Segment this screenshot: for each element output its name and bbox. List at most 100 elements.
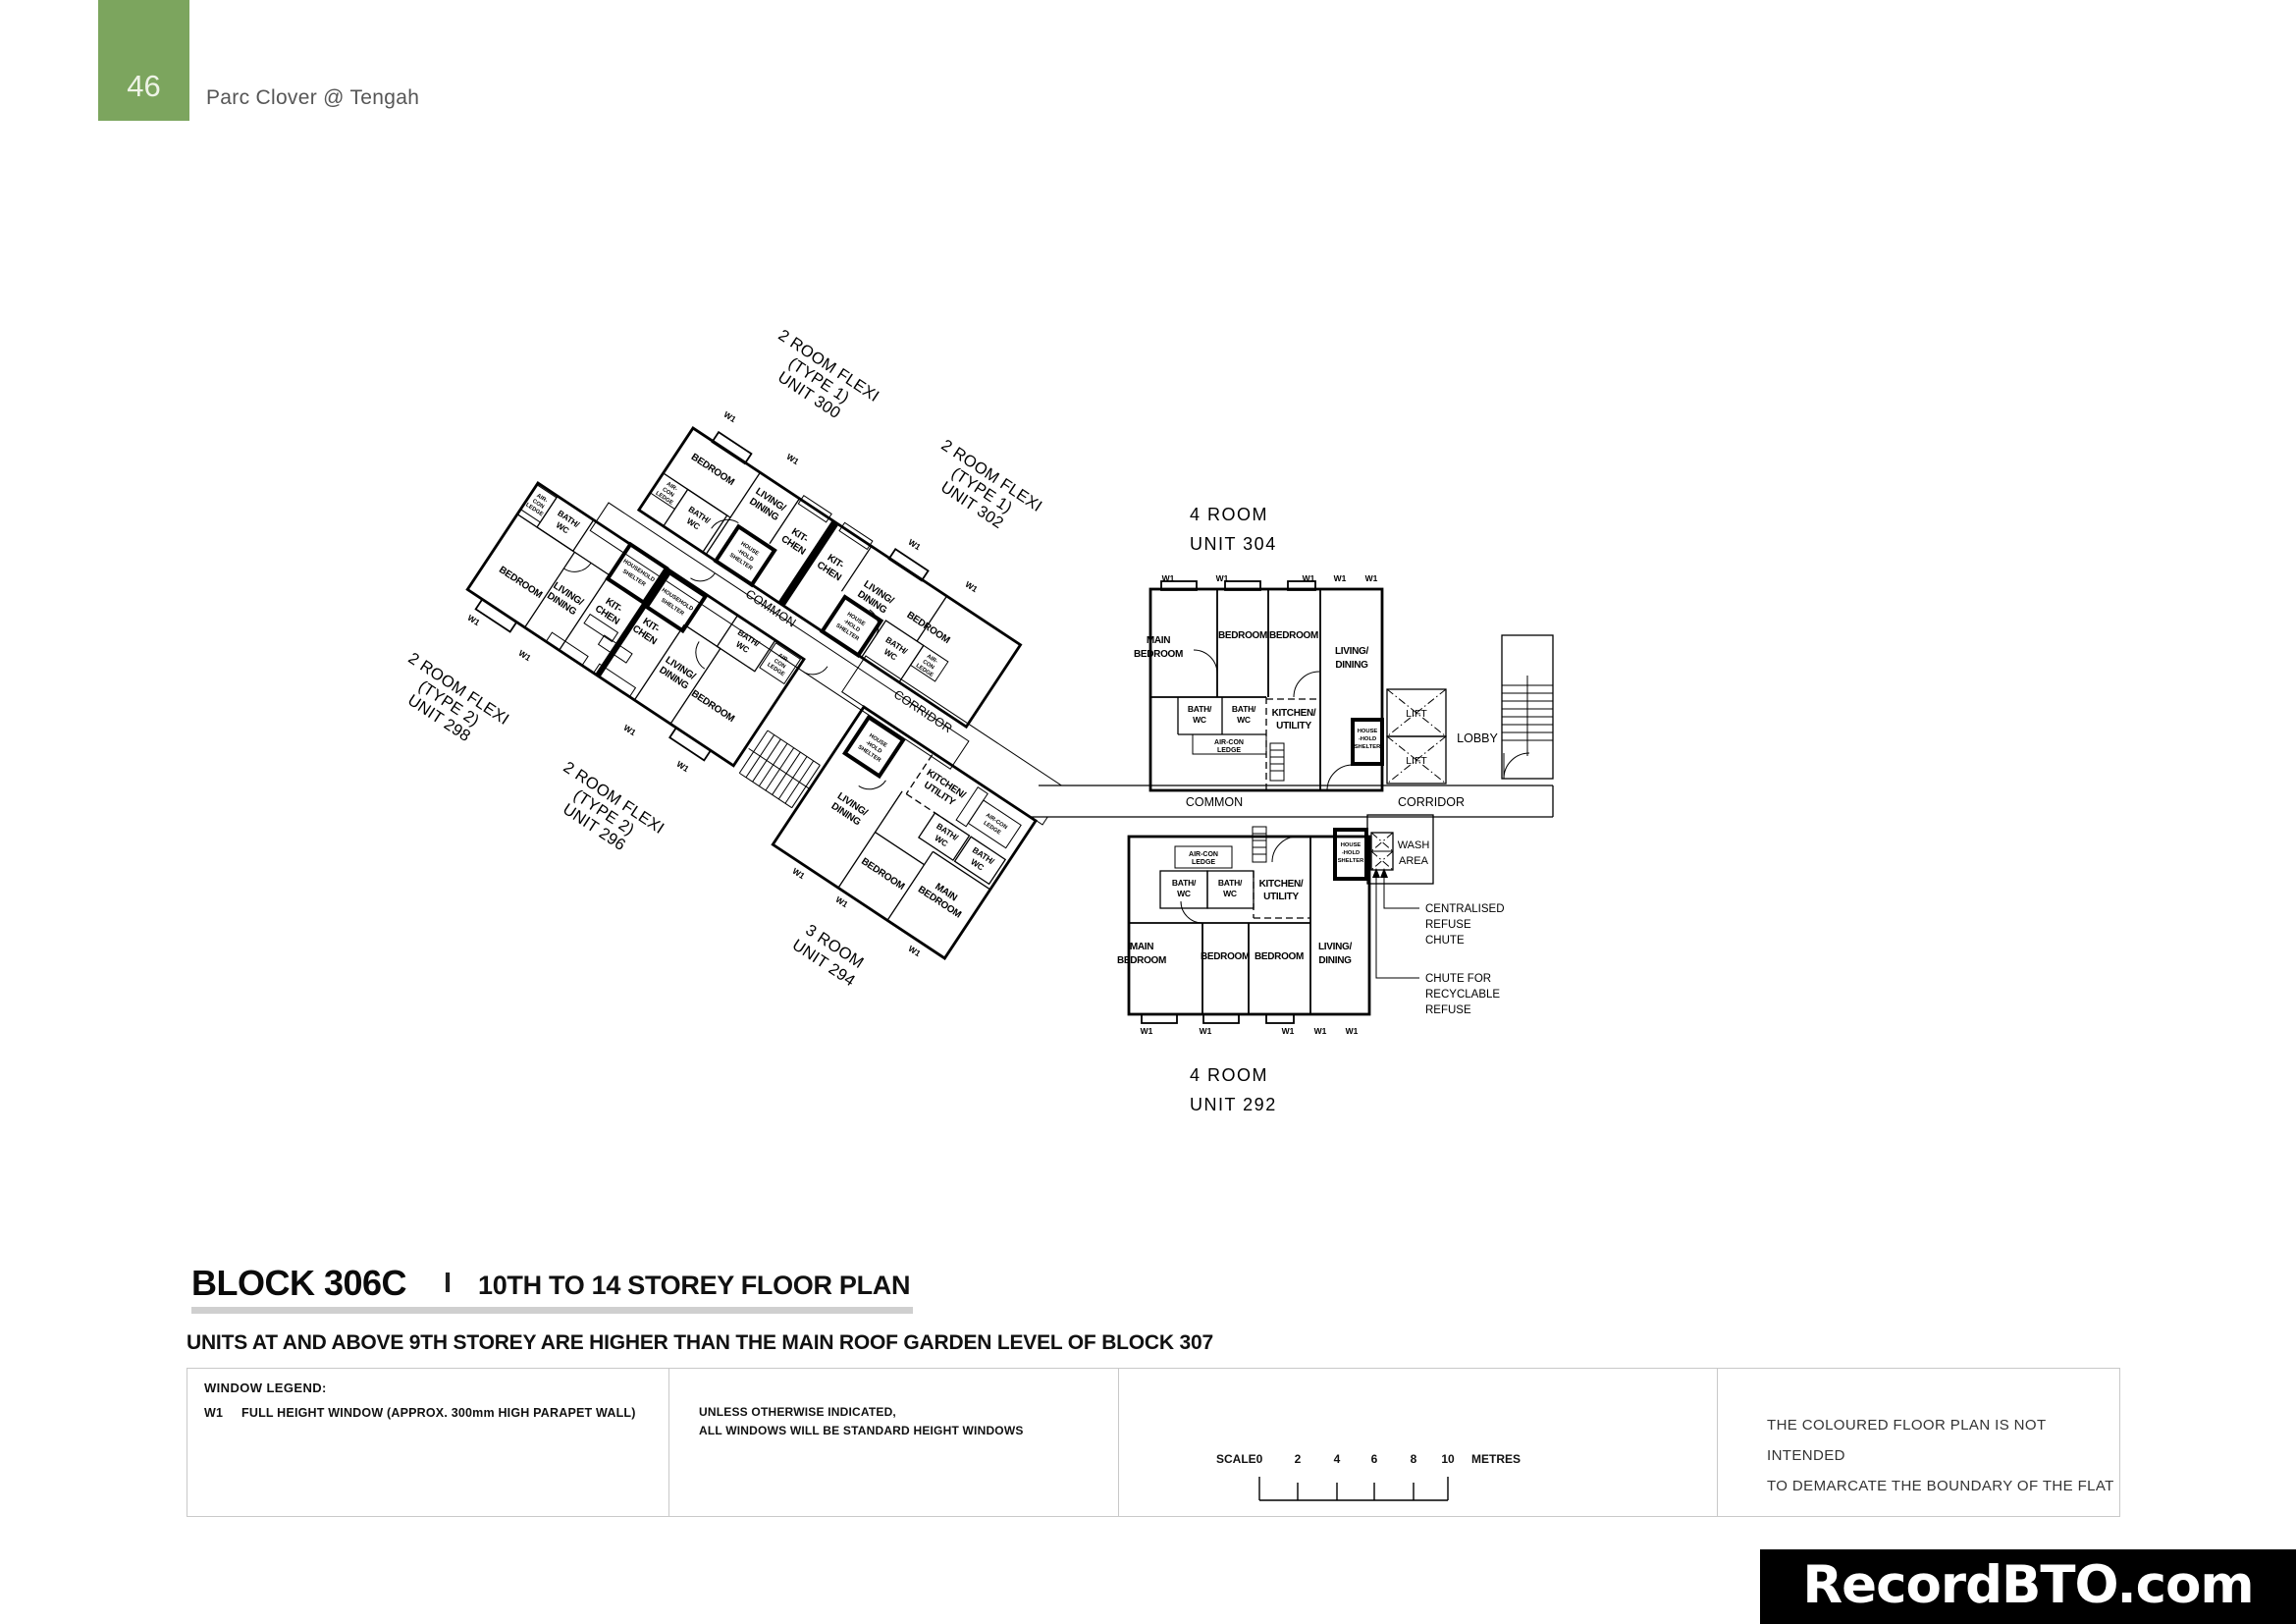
lobby-label: LOBBY <box>1457 731 1498 745</box>
annotation: CHUTE <box>1425 935 1465 947</box>
window-legend-row: W1 FULL HEIGHT WINDOW (APPROX. 300mm HIGH… <box>204 1406 636 1420</box>
window-label: W1 <box>675 759 691 775</box>
room-label: KITCHEN/ <box>1259 879 1304 890</box>
unit-label-292: UNIT 292 <box>1190 1095 1277 1114</box>
room-label: AIR- <box>926 654 938 666</box>
windows-note-line1: UNLESS OTHERWISE INDICATED, <box>699 1405 896 1419</box>
room-label: BEDROOM <box>1134 649 1183 660</box>
scale-units: METRES <box>1471 1452 1522 1466</box>
window-label: W1 <box>791 866 807 882</box>
corridor-label: CORRIDOR <box>1398 795 1465 809</box>
lift-label: LIFT <box>1406 708 1427 720</box>
room-label: WC <box>1193 715 1206 725</box>
unit-292-4room: AIR-CON LEDGE BATH/ WC BATH/ WC KITCHEN/… <box>1117 826 1371 1036</box>
boundary-note-line1: THE COLOURED FLOOR PLAN IS NOT INTENDED <box>1767 1417 2047 1464</box>
window-label: W1 <box>1334 573 1347 583</box>
room-label: MAIN <box>1147 635 1170 646</box>
annotation: REFUSE <box>1425 1004 1471 1016</box>
block-title: BLOCK 306C <box>191 1263 407 1303</box>
room-label: WC <box>1177 889 1191 898</box>
room-label: UTILITY <box>1263 892 1299 902</box>
room-label: MAIN <box>1130 942 1153 952</box>
room-label: LIVING/ <box>1335 646 1369 657</box>
boundary-note-line2: TO DEMARCATE THE BOUNDARY OF THE FLAT <box>1767 1478 2114 1494</box>
unit-300-302-type1-wing: BEDROOM LIVING/ DINING KIT- CHEN KIT- CH… <box>636 426 1023 730</box>
w1-description: FULL HEIGHT WINDOW (APPROX. 300mm HIGH P… <box>241 1406 636 1420</box>
wash-area-label: AREA <box>1399 855 1429 867</box>
window-label: W1 <box>1141 1026 1153 1036</box>
room-label: AIR- <box>535 493 548 505</box>
page-number: 46 <box>127 69 161 103</box>
room-label: BATH/ <box>1188 704 1212 714</box>
window-label: W1 <box>1282 1026 1295 1036</box>
room-label: BEDROOM <box>689 452 736 488</box>
room-label: WC <box>1223 889 1237 898</box>
unit-label-304: 4 ROOM <box>1190 505 1268 524</box>
room-label: LEDGE <box>1217 747 1241 754</box>
room-label: DINING <box>1318 955 1352 966</box>
room-label: BEDROOM <box>1255 951 1304 962</box>
annotation: CHUTE FOR <box>1425 973 1491 985</box>
scale-tick-label: 8 <box>1410 1452 1417 1466</box>
window-label: W1 <box>1303 573 1315 583</box>
window-legend-title: WINDOW LEGEND: <box>204 1380 327 1395</box>
window-label: W1 <box>834 894 850 910</box>
wash-area: WASH AREA <box>1366 814 1434 885</box>
room-label: BATH/ <box>1232 704 1256 714</box>
window-label: W1 <box>622 723 638 738</box>
room-label: DINING <box>1335 660 1368 671</box>
window-label: W1 <box>1346 1026 1359 1036</box>
window-label: W1 <box>907 537 923 553</box>
window-label: W1 <box>1365 573 1378 583</box>
unit-label-304: UNIT 304 <box>1190 534 1277 554</box>
room-label: BEDROOM <box>1269 630 1318 641</box>
room-label: AIR- <box>666 481 678 493</box>
room-label: AIR-CON <box>1214 739 1244 746</box>
brand-banner: RecordBTO.com <box>1760 1549 2296 1624</box>
windows-note-box: UNLESS OTHERWISE INDICATED, ALL WINDOWS … <box>668 1368 1119 1517</box>
scale-box: SCALE 0 2 4 6 8 10 METRES <box>1118 1368 1718 1517</box>
scale-word: SCALE <box>1216 1452 1256 1466</box>
room-label: HOUSE <box>1341 842 1362 848</box>
room-label: LIVING/ <box>1318 942 1353 952</box>
room-label: BATH/ <box>1218 878 1243 888</box>
room-label: BEDROOM <box>859 856 906 893</box>
window-label: W1 <box>722 409 738 425</box>
annotation: CENTRALISED <box>1425 903 1505 915</box>
scale-tick-label: 6 <box>1370 1452 1378 1466</box>
window-label: W1 <box>1216 573 1229 583</box>
room-label: AIR-CON <box>1189 851 1218 858</box>
w1-code: W1 <box>204 1406 224 1420</box>
window-label: W1 <box>907 944 923 959</box>
room-label: BEDROOM <box>1117 955 1166 966</box>
title-separator: I <box>444 1268 453 1299</box>
page-number-box <box>98 0 189 121</box>
wash-area-label: WASH <box>1398 839 1430 851</box>
room-label: AIR- <box>776 653 789 665</box>
room-label: BEDROOM <box>689 688 736 725</box>
windows-note-line2: ALL WINDOWS WILL BE STANDARD HEIGHT WIND… <box>699 1424 1024 1437</box>
room-label: KITCHEN/ <box>1272 708 1316 719</box>
room-label: BATH/ <box>1172 878 1197 888</box>
staircase-west <box>738 730 821 809</box>
room-label: WC <box>1237 715 1251 725</box>
room-label: HOUSE <box>1358 729 1378 734</box>
room-label: BEDROOM <box>1218 630 1267 641</box>
room-label: SHELTER <box>1338 858 1364 864</box>
boundary-note-box: THE COLOURED FLOOR PLAN IS NOT INTENDED … <box>1717 1368 2120 1517</box>
corridor-common-diagonal <box>589 502 970 770</box>
window-label: W1 <box>964 579 980 595</box>
room-label: -HOLD <box>1359 736 1376 742</box>
title-underline <box>191 1307 913 1314</box>
lift-label: LIFT <box>1406 755 1427 767</box>
storey-title: 10TH TO 14 STOREY FLOOR PLAN <box>478 1271 911 1300</box>
annotation: RECYCLABLE <box>1425 989 1500 1001</box>
scale-tick-label: 0 <box>1255 1452 1263 1466</box>
project-name: Parc Clover @ Tengah <box>206 86 420 109</box>
unit-304-4room: MAIN BEDROOM BEDROOM BEDROOM LIVING/ DIN… <box>1134 573 1384 792</box>
scale-tick-label: 10 <box>1441 1452 1455 1466</box>
window-label: W1 <box>1200 1026 1212 1036</box>
annotation: REFUSE <box>1425 919 1471 931</box>
room-label: BEDROOM <box>905 610 952 646</box>
